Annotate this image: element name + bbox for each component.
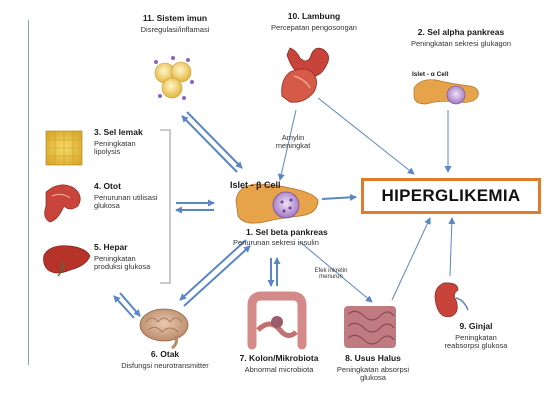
node-muscle-sub-2: glukosa (94, 202, 157, 210)
node-brain-title: 6. Otak (110, 350, 220, 359)
node-immune-sub: Disregulasi/inflamasi (130, 26, 220, 34)
node-fat-sub-2: lipolysis (94, 148, 143, 156)
node-colon: 7. Kolon/Mikrobiota Abnormal microbiota (226, 354, 332, 374)
stomach-illustration (282, 48, 329, 102)
arrow-beta-to-brain (180, 240, 246, 300)
alpha-pancreas-illustration (414, 80, 478, 104)
colon-illustration (252, 296, 302, 345)
hyperglycemia-box: HIPERGLIKEMIA (361, 178, 541, 214)
alpha-islet-label: Islet - α Cell (412, 72, 449, 79)
node-alpha: 2. Sel alpha pankreas Peningkatan sekres… (396, 28, 526, 48)
node-stomach-title: 10. Lambung (268, 12, 360, 21)
immune-cells-illustration (154, 56, 194, 100)
node-alpha-title: 2. Sel alpha pankreas (396, 28, 526, 37)
node-brain-sub: Disfungsi neurotransmitter (110, 362, 220, 370)
arrow-brain-to-beta (184, 246, 250, 306)
brain-illustration (140, 309, 188, 348)
node-colon-title: 7. Kolon/Mikrobiota (226, 354, 332, 363)
node-stomach-sub: Percepatan pengosongan (268, 24, 360, 32)
node-muscle: 4. Otot Penurunan utilisasi glukosa (94, 182, 157, 210)
node-immune: 11. Sistem imun Disregulasi/inflamasi (130, 14, 220, 34)
node-stomach: 10. Lambung Percepatan pengosongan (268, 12, 360, 32)
node-intestine-title: 8. Usus Halus (330, 354, 416, 363)
node-kidney-title: 9. Ginjal (432, 322, 520, 331)
node-liver: 5. Hepar Peningkatan produksi glukosa (94, 243, 150, 271)
fat-tissue-illustration (46, 131, 82, 165)
incretin-line-2: menurun (308, 274, 354, 280)
arrow-intestine-to-hyper (392, 218, 430, 300)
tissue-bracket (160, 130, 170, 283)
node-fat: 3. Sel lemak Peningkatan lipolysis (94, 128, 143, 156)
incretin-label: Efek inkretin menurun (308, 268, 354, 281)
node-fat-title: 3. Sel lemak (94, 128, 143, 137)
node-alpha-sub: Peningkatan sekresi glukagon (396, 40, 526, 48)
arrow-kidney-to-hyper (450, 218, 452, 276)
kidney-illustration (435, 283, 468, 317)
arrow-stomach-to-hyper (318, 98, 414, 174)
node-kidney: 9. Ginjal Peningkatan reabsorpsi glukosa (432, 322, 520, 350)
node-liver-sub-2: produksi glukosa (94, 263, 150, 271)
muscle-illustration (45, 185, 81, 222)
small-intestine-illustration (344, 306, 396, 348)
beta-cell-subtitle: Penurunan sekresi insulin (233, 239, 319, 247)
node-kidney-sub-2: reabsorpsi glukosa (432, 342, 520, 350)
arrow-beta-to-hyper (322, 197, 356, 199)
beta-cell-title: 1. Sel beta pankreas (246, 228, 328, 237)
liver-illustration (44, 246, 91, 276)
arrow-immune-to-beta (187, 112, 242, 168)
hyperglycemia-label: HIPERGLIKEMIA (382, 186, 521, 206)
arrow-beta-to-immune (182, 116, 237, 172)
node-muscle-title: 4. Otot (94, 182, 157, 191)
node-liver-title: 5. Hepar (94, 243, 150, 252)
beta-islet-label: Islet - β Cell (230, 181, 281, 190)
node-colon-sub: Abnormal microbiota (226, 366, 332, 374)
amylin-label: Amylin meningkat (272, 134, 314, 150)
node-intestine: 8. Usus Halus Peningkatan absorpsi gluko… (330, 354, 416, 382)
node-immune-title: 11. Sistem imun (130, 14, 220, 23)
amylin-line-2: meningkat (272, 142, 314, 150)
node-intestine-sub-2: glukosa (330, 374, 416, 382)
node-brain: 6. Otak Disfungsi neurotransmitter (110, 350, 220, 370)
